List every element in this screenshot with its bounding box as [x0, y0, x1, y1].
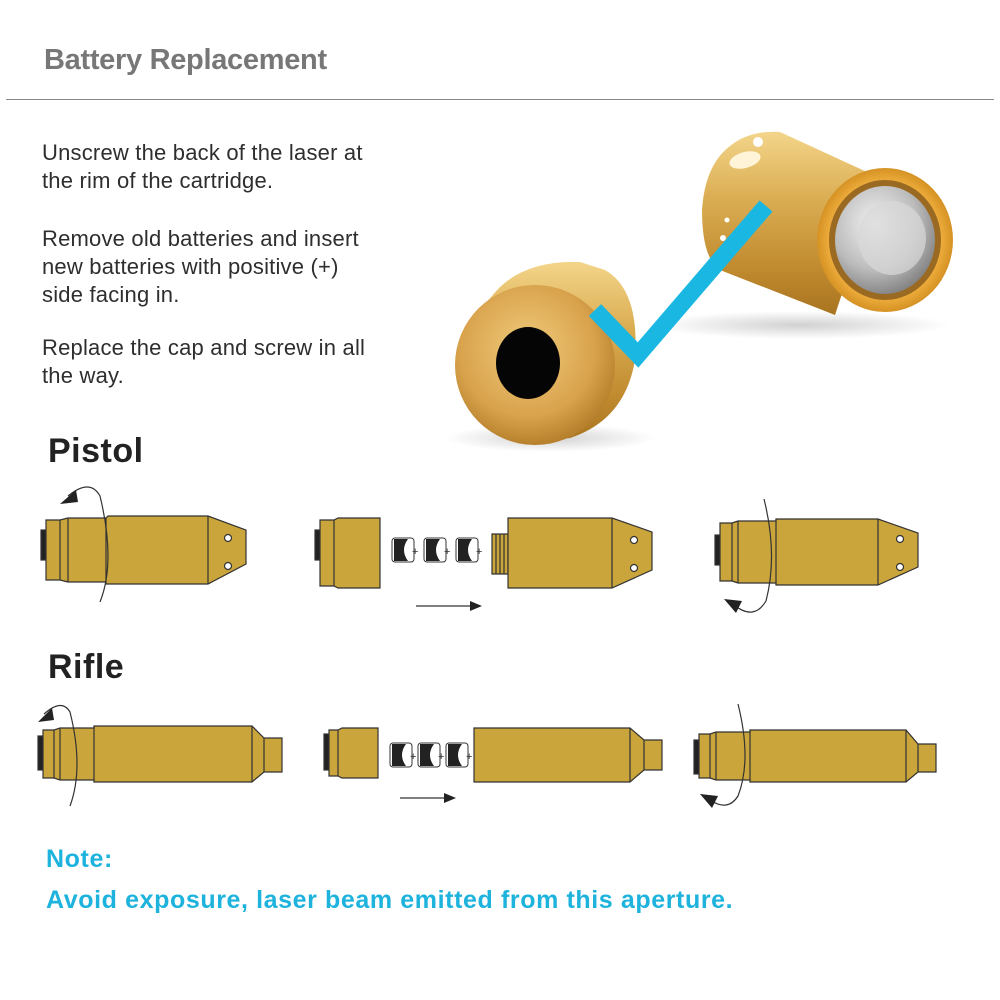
battery-icon: +: [445, 742, 472, 768]
battery-plus-sign: +: [438, 751, 444, 763]
checkmark-icon: [588, 200, 773, 368]
pistol-cartridge: [40, 515, 247, 585]
pistol-step-screw-in: [714, 498, 919, 613]
rotate-arrow-icon: [38, 704, 78, 807]
rotate-arrow-icon: [724, 498, 773, 613]
section-title-pistol: Pistol: [48, 432, 144, 470]
pistol-step-batteries: + + +: [314, 517, 653, 611]
rifle-step-unscrew: [37, 704, 283, 807]
battery-plus-sign: +: [410, 751, 416, 763]
product-photo: [445, 131, 953, 452]
battery-icon: +: [389, 742, 416, 768]
header-divider: [6, 99, 994, 100]
right-arrow-icon: [416, 601, 482, 611]
battery-icon: +: [423, 537, 450, 563]
section-title-rifle: Rifle: [48, 648, 125, 686]
instruction-step-2-line-3: side facing in.: [42, 282, 180, 307]
battery-plus-sign: +: [412, 546, 418, 558]
rifle-cap: [323, 727, 379, 779]
note-text: Avoid exposure, laser beam emitted from …: [46, 886, 734, 914]
battery-icon: +: [455, 537, 482, 563]
rifle-cartridge: [693, 729, 937, 783]
rifle-step-batteries: + + +: [323, 727, 663, 803]
pistol-body: [491, 517, 653, 589]
rifle-cartridge: [37, 725, 283, 783]
battery-plus-sign: +: [476, 546, 482, 558]
photo-shadow: [650, 311, 950, 339]
page-title: Battery Replacement: [44, 44, 327, 76]
rotate-arrow-icon: [700, 703, 746, 808]
rifle-step-screw-in: [693, 703, 937, 808]
cartridge-cap-photo: [455, 261, 636, 445]
instruction-step-3-line-1: Replace the cap and screw in all: [42, 335, 366, 360]
instruction-step-3-line-2: the way.: [42, 363, 124, 388]
instruction-step-1-line-1: Unscrew the back of the laser at: [42, 140, 363, 165]
pistol-cap: [314, 517, 381, 589]
battery-icon: +: [417, 742, 444, 768]
right-arrow-icon: [400, 793, 456, 803]
battery-icon: +: [391, 537, 418, 563]
instruction-step-2-line-2: new batteries with positive (+): [42, 254, 339, 279]
battery-plus-sign: +: [444, 546, 450, 558]
note-label: Note:: [46, 845, 113, 873]
instruction-step-1-line-2: the rim of the cartridge.: [42, 168, 274, 193]
pistol-step-unscrew: [40, 486, 247, 603]
battery-plus-sign: +: [466, 751, 472, 763]
cartridge-body-photo: [702, 131, 953, 315]
instruction-step-2-line-1: Remove old batteries and insert: [42, 226, 359, 251]
rotate-arrow-icon: [60, 486, 109, 603]
pistol-cartridge: [714, 518, 919, 586]
rifle-body: [473, 727, 663, 783]
